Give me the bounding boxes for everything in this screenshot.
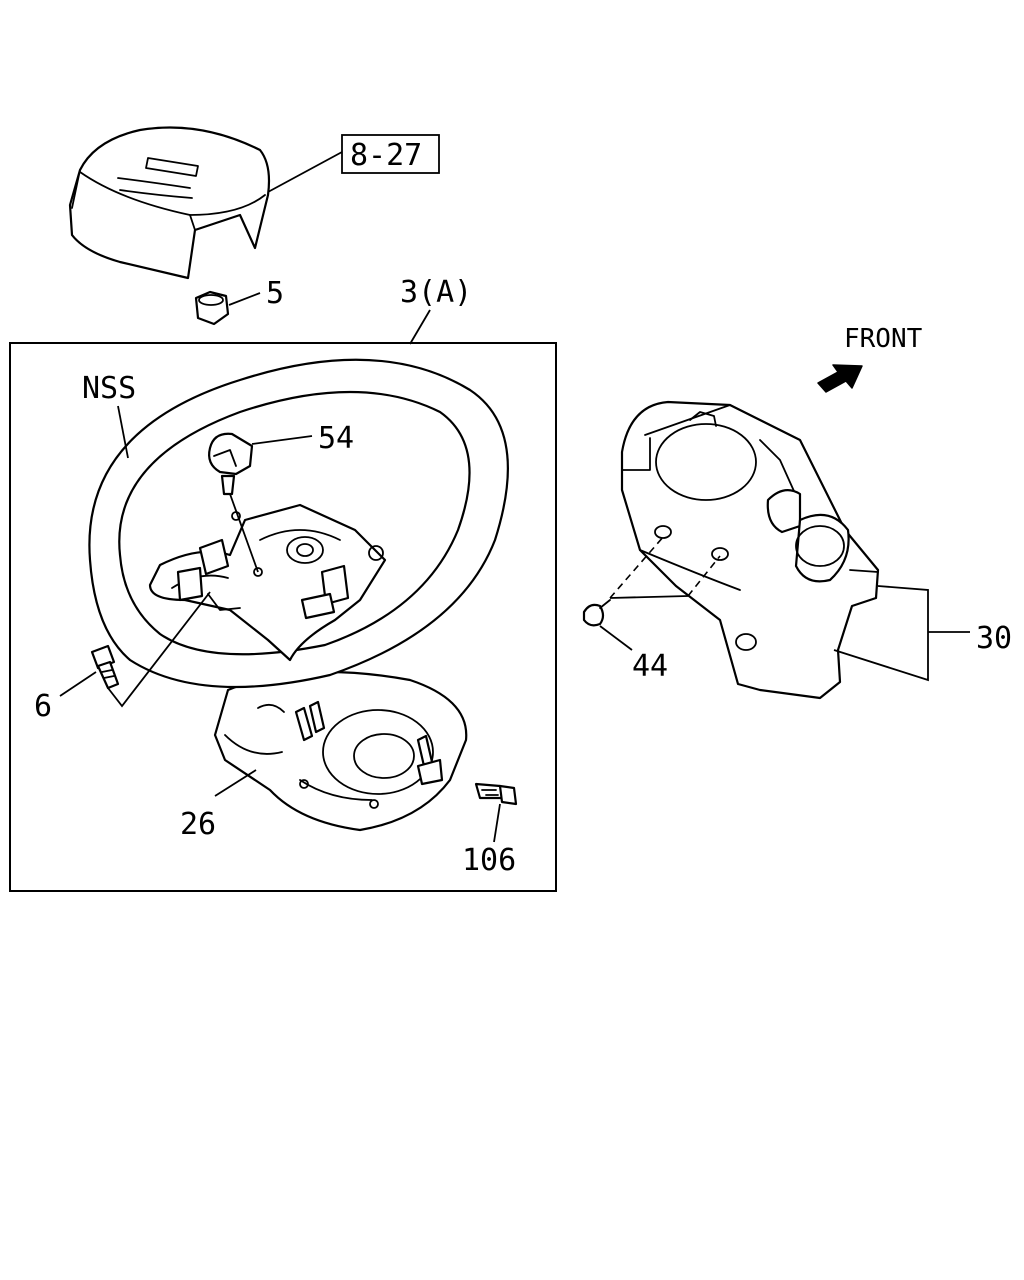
label-nss: NSS [82,371,136,406]
clip-screw-part [582,599,611,627]
label-nut: 5 [266,276,284,311]
leader-screw [59,671,97,697]
assembly-frame [9,342,557,892]
leader-bolt [493,803,501,843]
leader-cover [267,151,343,193]
leader-column-cover-bracket [833,585,929,682]
leader-clip-screw [599,625,633,651]
label-steering-wheel-assy: 3(A) [400,275,472,310]
label-connector: 54 [318,421,354,456]
label-column-cover: 30 [976,621,1012,656]
horn-pad-cover [68,126,271,280]
label-front: FRONT [844,324,923,354]
leader-nut [228,292,261,306]
label-screw: 6 [34,689,52,724]
steering-wheel [88,358,509,689]
leader-nss [117,405,129,459]
leader-clip-join [609,595,689,599]
front-arrow-icon [817,364,863,393]
label-lower-cover: 26 [180,807,216,842]
label-bolt: 106 [462,843,516,878]
leader-connector [251,435,313,445]
cover-ref-box [341,134,440,174]
lower-cover-part [213,670,468,832]
column-cover-part [620,400,880,700]
leader-lower-cover [214,769,257,797]
screw-part [90,644,120,690]
leader-assy [409,309,431,345]
leader-connector-hub [229,493,259,573]
dash-clip-a [609,535,665,599]
bolt-part [474,782,518,806]
dash-clip-b [687,555,721,597]
label-clip-screw: 44 [632,649,668,684]
label-cover-ref: 8-27 [350,138,422,173]
leader-screw-hub [107,591,211,708]
nut-part [194,290,230,326]
connector-part [208,432,254,496]
